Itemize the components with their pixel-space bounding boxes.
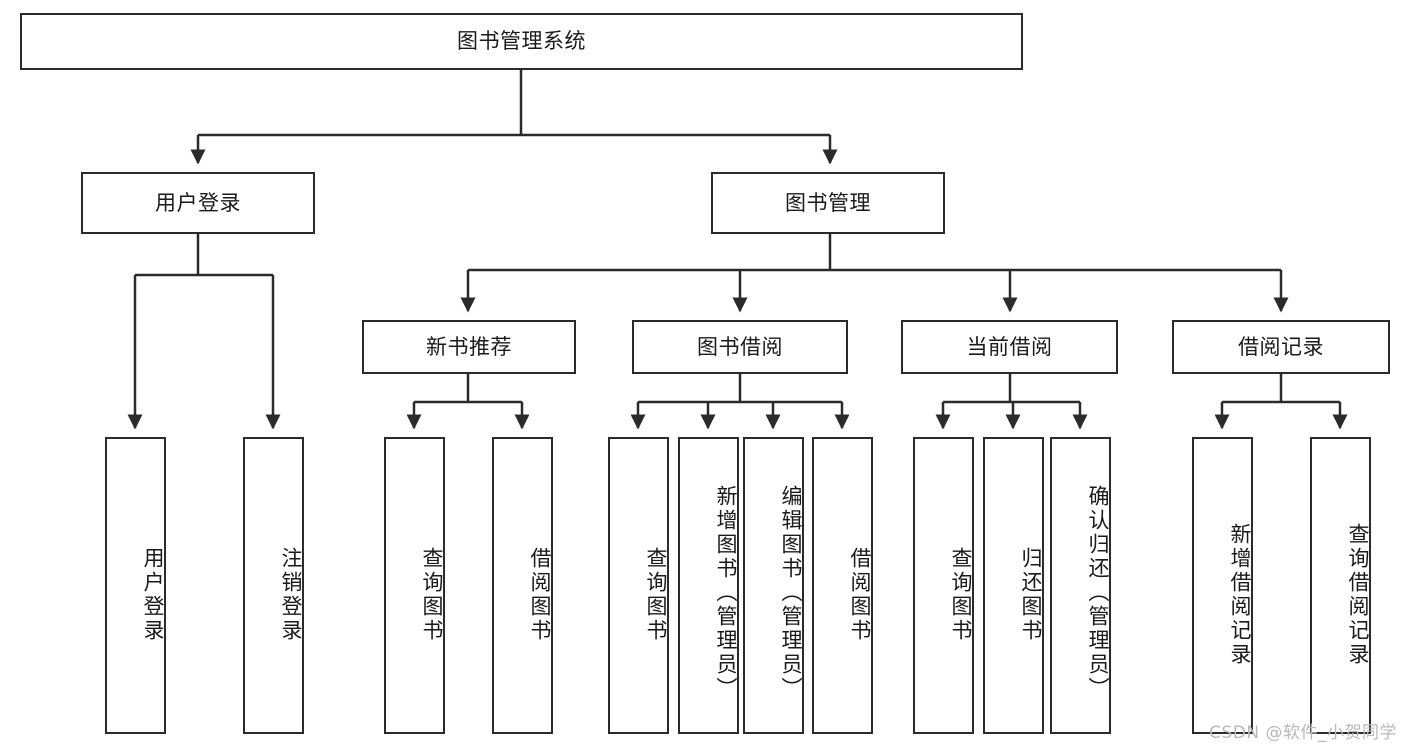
- node-label: 图书管理: [785, 190, 871, 215]
- node-new-book-recommend[interactable]: 新书推荐: [362, 320, 576, 374]
- node-book-management[interactable]: 图书管理: [711, 172, 945, 234]
- leaf-user-login-logout[interactable]: 注销登录: [243, 437, 304, 734]
- leaf-record-query-record[interactable]: 查询借阅记录: [1310, 437, 1371, 734]
- node-label: 查询图书: [949, 546, 973, 643]
- node-label: 图书管理系统: [457, 29, 586, 54]
- node-label: 注销登录: [279, 546, 303, 643]
- leaf-borrow-edit-book-admin[interactable]: 编辑图书（管理员）: [743, 437, 804, 734]
- leaf-current-query-book[interactable]: 查询图书: [913, 437, 974, 734]
- node-label: 查询图书: [420, 546, 444, 643]
- node-label: 新增借阅记录: [1228, 522, 1252, 667]
- node-current-borrow[interactable]: 当前借阅: [901, 320, 1118, 374]
- node-book-borrow[interactable]: 图书借阅: [632, 320, 848, 374]
- leaf-borrow-query-book[interactable]: 查询图书: [608, 437, 669, 734]
- node-label: 借阅图书: [848, 546, 872, 643]
- node-label: 用户登录: [141, 546, 165, 643]
- leaf-borrow-add-book-admin[interactable]: 新增图书（管理员）: [678, 437, 739, 734]
- node-label: 查询借阅记录: [1346, 522, 1370, 667]
- leaf-new-book-borrow-book[interactable]: 借阅图书: [492, 437, 553, 734]
- leaf-current-return-book[interactable]: 归还图书: [983, 437, 1044, 734]
- node-root-book-management-system[interactable]: 图书管理系统: [20, 13, 1023, 70]
- node-borrow-record[interactable]: 借阅记录: [1172, 320, 1390, 374]
- node-label: 新书推荐: [426, 334, 512, 359]
- leaf-user-login-login[interactable]: 用户登录: [105, 437, 166, 734]
- node-label: 归还图书: [1019, 546, 1043, 643]
- node-label: 图书借阅: [697, 334, 783, 359]
- leaf-current-confirm-return-admin[interactable]: 确认归还（管理员）: [1050, 437, 1111, 734]
- node-user-login[interactable]: 用户登录: [81, 172, 315, 234]
- node-label: 当前借阅: [966, 334, 1053, 359]
- node-label: 确认归还（管理员）: [1086, 484, 1110, 701]
- csdn-watermark: CSDN @软件_小贺同学: [1209, 723, 1397, 743]
- node-label: 编辑图书（管理员）: [779, 484, 803, 701]
- node-label: 借阅记录: [1238, 334, 1324, 359]
- node-label: 用户登录: [155, 190, 241, 215]
- node-label: 查询图书: [644, 546, 668, 643]
- leaf-borrow-borrow-book[interactable]: 借阅图书: [812, 437, 873, 734]
- leaf-new-book-query-book[interactable]: 查询图书: [384, 437, 445, 734]
- node-label: 新增图书（管理员）: [714, 484, 738, 701]
- node-label: 借阅图书: [528, 546, 552, 643]
- leaf-record-add-record[interactable]: 新增借阅记录: [1192, 437, 1253, 734]
